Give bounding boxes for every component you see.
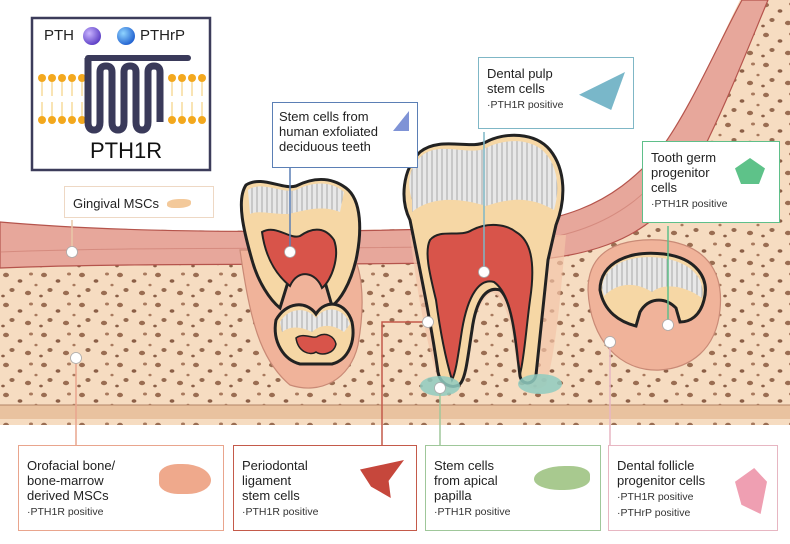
gingival-msc-label: Gingival MSCs (73, 196, 159, 211)
pth-ligand-icon (83, 27, 101, 45)
cell-icon (167, 199, 191, 208)
pthrp-ligand-icon (117, 27, 135, 45)
bone-cortex-band (0, 405, 790, 419)
orofacial-box: Orofacial bone/ bone-marrow derived MSCs… (18, 445, 224, 531)
apical-label-3: papilla (434, 488, 600, 503)
pdl-marker: ·PTH1R positive (242, 506, 416, 519)
shed-label-3: deciduous teeth (279, 139, 417, 154)
follicle-box: Dental follicle progenitor cells ·PTH1R … (608, 445, 778, 531)
apical-papilla-right (518, 374, 562, 394)
germ-marker: ·PTH1R positive (651, 198, 779, 211)
germ-label-3: cells (651, 180, 779, 195)
apical-marker: ·PTH1R positive (434, 506, 600, 519)
shed-label-2: human exfoliated (279, 124, 417, 139)
apical-box: Stem cells from apical papilla ·PTH1R po… (425, 445, 601, 531)
pulp-label-1: Dental pulp (487, 66, 633, 81)
cell-icon (159, 464, 211, 494)
germ-label-1: Tooth germ (651, 150, 779, 165)
receptor-label: PTH1R (90, 138, 162, 164)
pth-label: PTH (44, 27, 74, 44)
shed-label-1: Stem cells from (279, 109, 417, 124)
cell-icon (534, 466, 590, 490)
germ-box: Tooth germ progenitor cells ·PTH1R posit… (642, 141, 780, 223)
pthrp-label: PTHrP (140, 27, 185, 44)
pdl-box: Periodontal ligament stem cells ·PTH1R p… (233, 445, 417, 531)
receptor-icon (88, 58, 160, 130)
orofacial-marker: ·PTH1R positive (27, 506, 223, 519)
pulp-box: Dental pulp stem cells ·PTH1R positive (478, 57, 634, 129)
shed-box: Stem cells from human exfoliated deciduo… (272, 102, 418, 168)
gingival-msc-box: Gingival MSCs (64, 186, 214, 218)
